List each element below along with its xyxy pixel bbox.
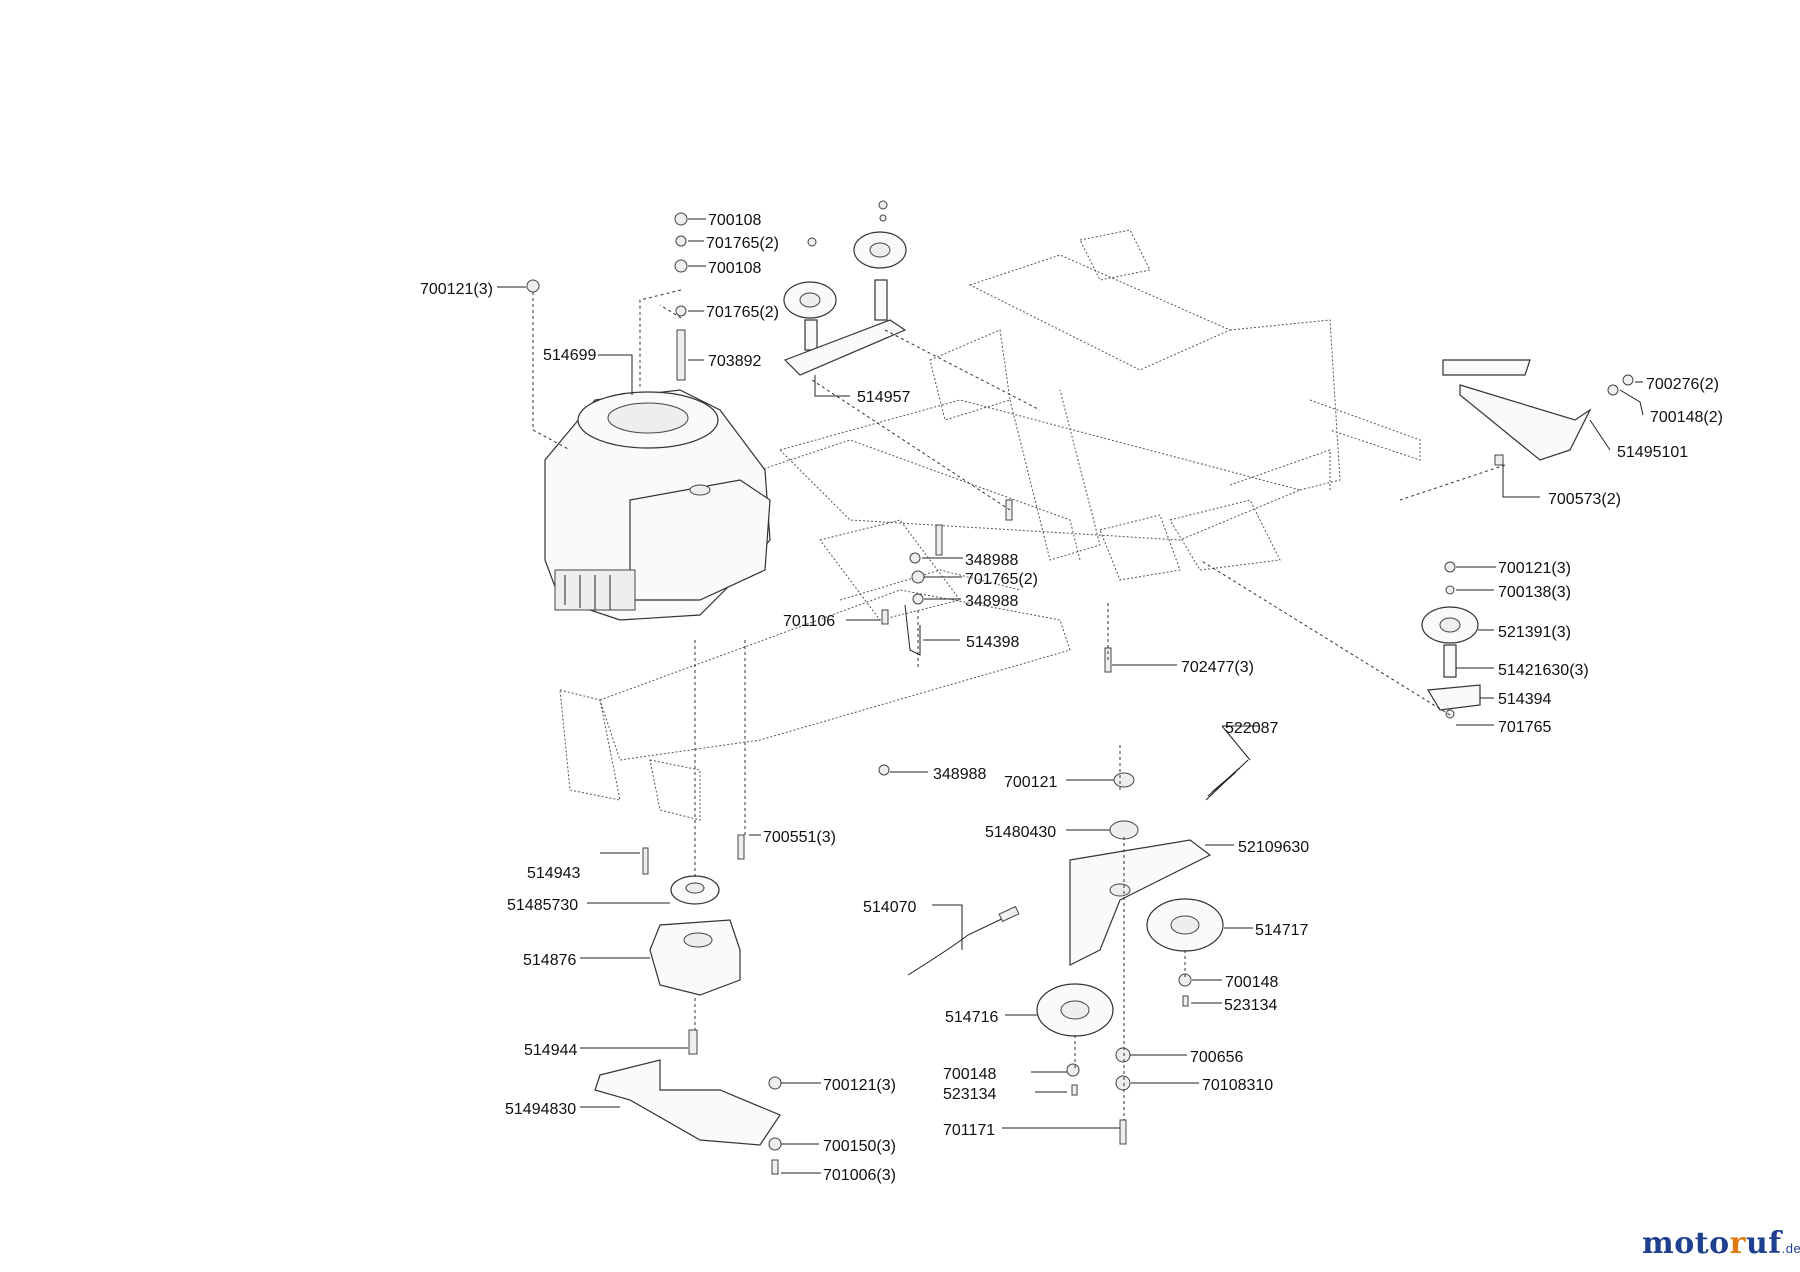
label-523134-b: 523134 [943,1086,996,1103]
label-514716: 514716 [945,1009,998,1026]
label-700108-a: 700108 [708,212,761,229]
label-700573-2: 700573(2) [1548,491,1621,508]
label-51421630-3: 51421630(3) [1498,662,1589,679]
engine-514699 [544,389,771,621]
label-701106: 701106 [783,613,835,630]
label-51480430: 51480430 [985,824,1056,841]
clutch-pulley-stack [594,834,782,1175]
brand-tld: .de [1781,1241,1800,1256]
leader-lines [497,218,1644,1174]
label-701765: 701765 [1498,719,1551,736]
pulley-bracket-514957 [783,200,907,376]
label-700551-3: 700551(3) [763,829,836,846]
label-700121-3-b: 700121(3) [1498,560,1571,577]
label-700148-a: 700148 [1225,974,1278,991]
label-521391-3: 521391(3) [1498,624,1571,641]
bracket-51495101 [1442,359,1634,466]
label-700121-3-c: 700121(3) [823,1077,896,1094]
label-701765-2-a: 701765(2) [706,235,779,252]
label-348988-b: 348988 [965,593,1018,610]
label-514943: 514943 [527,865,580,882]
label-701006-3: 701006(3) [823,1167,896,1184]
label-700150-3: 700150(3) [823,1138,896,1155]
label-701171: 701171 [943,1122,995,1139]
label-700121: 700121 [1004,774,1057,791]
label-514944: 514944 [524,1042,577,1059]
label-514394: 514394 [1498,691,1551,708]
label-514398: 514398 [966,634,1019,651]
label-700148-2: 700148(2) [1650,409,1723,426]
brand-logo: motoruf.de [1642,1226,1800,1261]
label-348988-c: 348988 [933,766,986,783]
label-700656: 700656 [1190,1049,1243,1066]
label-514070: 514070 [863,899,916,916]
label-700108-b: 700108 [708,260,761,277]
label-514717: 514717 [1255,922,1308,939]
label-51485730: 51485730 [507,897,578,914]
label-514699: 514699 [543,347,596,364]
label-700276-2: 700276(2) [1646,376,1719,393]
label-700148-b: 700148 [943,1066,996,1083]
brand-part-1: moto [1642,1226,1730,1261]
label-52109630: 52109630 [1238,839,1309,856]
label-51495101: 51495101 [1617,444,1688,461]
label-701765-2-b: 701765(2) [706,304,779,321]
brand-part-3: uf [1745,1226,1782,1261]
cable-514070 [907,905,1020,976]
idler-pulley-assembly-right [1421,561,1481,719]
lower-right-assembly [1036,759,1249,1145]
label-51494830: 51494830 [505,1101,576,1118]
relation-lines [532,289,1506,1120]
label-514876: 514876 [523,952,576,969]
label-702477-3: 702477(3) [1181,659,1254,676]
label-523134-a: 523134 [1224,997,1277,1014]
part-labels: 700108 701765(2) 700108 701765(2) 700121… [420,212,1723,1184]
brand-part-2: r [1729,1226,1746,1261]
label-701765-2-c: 701765(2) [965,571,1038,588]
hardware-stack-left [526,212,688,381]
label-70108310: 70108310 [1202,1077,1273,1094]
label-700121-3-a: 700121(3) [420,281,493,298]
label-700138-3: 700138(3) [1498,584,1571,601]
label-514957: 514957 [857,389,910,406]
label-703892: 703892 [708,353,761,370]
label-522087: 522087 [1225,720,1278,737]
label-348988-a: 348988 [965,552,1018,569]
chassis-frame [559,229,1421,821]
